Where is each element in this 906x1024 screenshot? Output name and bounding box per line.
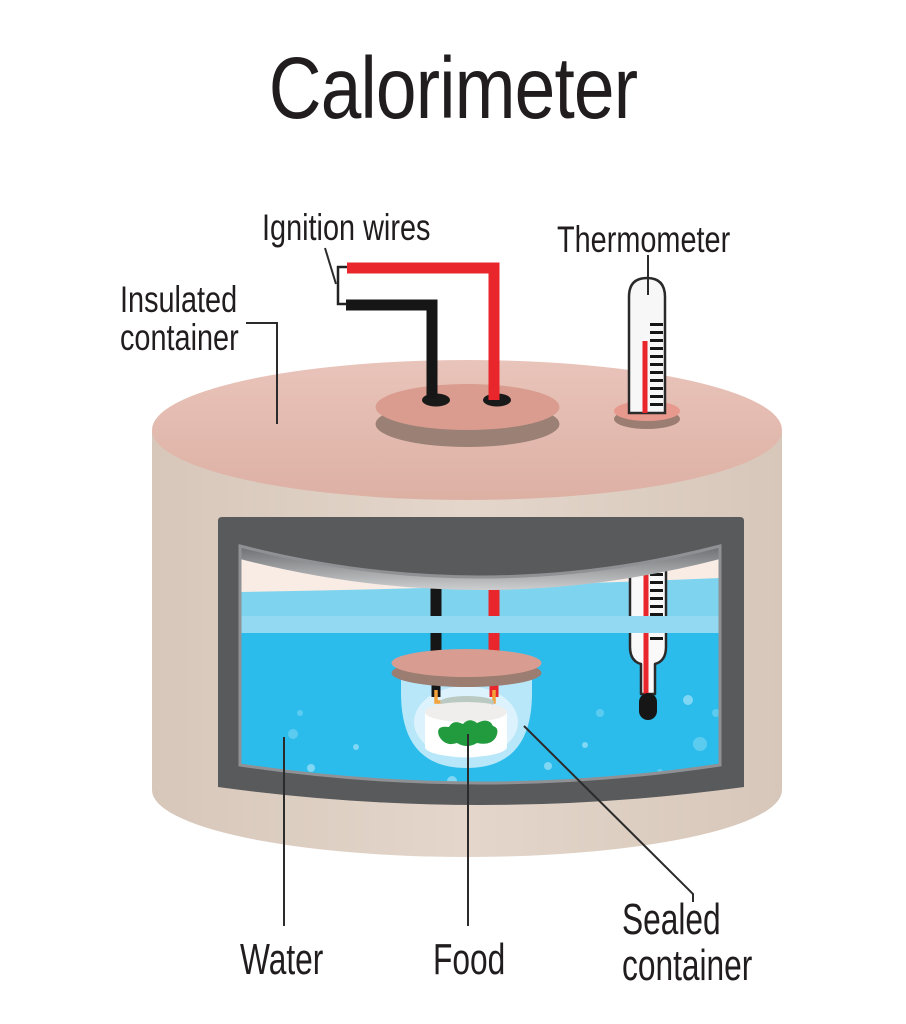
label-insulated-container-line1: Insulated	[120, 279, 238, 320]
window-frame-bevel	[240, 546, 720, 590]
lid-plug-top	[375, 384, 560, 430]
leader-sealed-container	[523, 725, 694, 902]
viewing-window-contents	[240, 546, 720, 783]
label-insulated-container: Insulated container	[120, 279, 239, 359]
page-title: Calorimeter	[268, 40, 638, 137]
label-ignition-wires: Ignition wires	[262, 207, 431, 248]
leader-insulated-container	[246, 322, 278, 424]
label-insulated-container-line2: container	[120, 317, 239, 359]
window-frame	[218, 517, 744, 805]
water-surface-stripe	[240, 616, 720, 633]
leader-ignition-wires	[324, 247, 337, 285]
crucible-top	[425, 702, 507, 722]
label-food: Food	[433, 935, 506, 984]
label-sealed-container: Sealed container	[622, 897, 752, 989]
label-sealed-container-line2: container	[622, 940, 753, 990]
ignition-wire-black	[346, 299, 438, 399]
wire-bracket	[336, 265, 347, 306]
label-thermometer: Thermometer	[557, 219, 731, 260]
label-sealed-container-line1: Sealed	[622, 895, 721, 944]
ignition-wire-red	[347, 262, 500, 400]
vessel-lid-top	[391, 649, 542, 677]
food-sample	[438, 720, 498, 746]
leader-lines	[246, 247, 694, 926]
thermometer-bulb	[639, 693, 657, 720]
label-water: Water	[240, 935, 324, 984]
